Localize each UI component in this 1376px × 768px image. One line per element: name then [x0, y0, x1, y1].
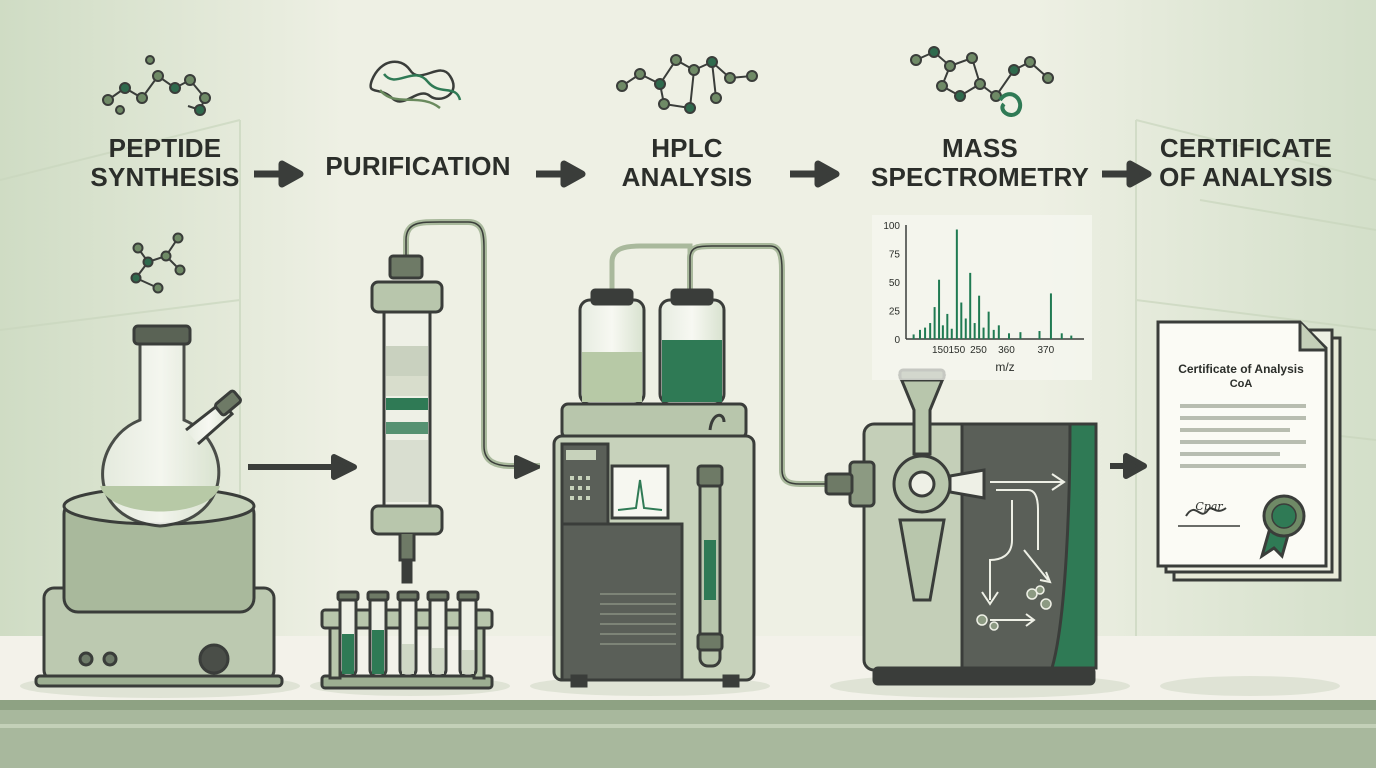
mass-spectrometer [824, 368, 1098, 686]
y-tick-label: 50 [889, 278, 901, 289]
stage-label-line: MASS [942, 133, 1018, 163]
x-tick-label: 150 [932, 345, 949, 356]
y-tick-label: 75 [889, 250, 901, 261]
arrow-right-icon [254, 160, 304, 188]
stage-label-line: SYNTHESIS [90, 162, 240, 192]
hplc-instrument [552, 243, 830, 688]
stage-label-purification: PURIFICATION [310, 152, 526, 181]
protein-icon [369, 60, 462, 110]
signature-text: Cpar [1195, 500, 1223, 513]
molecule-icon-1 [102, 55, 211, 116]
stage-label-line: ANALYSIS [621, 162, 753, 192]
arrow-right-icon [248, 454, 357, 480]
x-tick-label: 360 [998, 345, 1015, 356]
y-tick-label: 100 [883, 221, 900, 232]
molecule-icon-3 [910, 46, 1054, 117]
stage-label-coa: CERTIFICATE OF ANALYSIS [1146, 134, 1346, 192]
stage-label-line: PEPTIDE [108, 133, 222, 163]
stage-label-line: CERTIFICATE [1159, 133, 1333, 163]
x-tick-label: 250 [970, 345, 987, 356]
stage-label-ms: MASS SPECTROMETRY [862, 134, 1098, 192]
y-tick-label: 0 [894, 335, 900, 346]
chart-background [872, 215, 1092, 380]
stage-label-hplc: HPLC ANALYSIS [602, 134, 772, 192]
x-tick-label: 150 [949, 345, 966, 356]
certificate-title: Certificate of Analysis CoA [1166, 362, 1316, 390]
stage-label-synthesis: PEPTIDE SYNTHESIS [70, 134, 260, 192]
arrow-right-icon [514, 455, 540, 479]
stage-label-line: SPECTROMETRY [870, 162, 1090, 192]
molecule-icon-flask [130, 232, 186, 294]
test-tube-rack [320, 590, 494, 690]
stage-label-line: PURIFICATION [325, 151, 511, 181]
y-tick-label: 25 [889, 307, 901, 318]
x-tick-label: 370 [1038, 345, 1055, 356]
arrow-right-icon [1102, 160, 1152, 188]
certificate-document [1156, 320, 1342, 582]
arrow-right-icon [790, 160, 840, 188]
certificate-title-text: Certificate of Analysis [1178, 362, 1304, 376]
arrow-right-icon [536, 160, 586, 188]
purification-column [370, 219, 540, 584]
certificate-signature: Cpar [1184, 500, 1234, 513]
certificate-subtitle-text: CoA [1229, 378, 1253, 390]
x-axis-label: m/z [995, 360, 1014, 374]
reaction-flask [34, 324, 284, 688]
arrow-right-icon [1110, 453, 1147, 479]
stage-label-line: OF ANALYSIS [1159, 162, 1333, 192]
stage-label-line: HPLC [651, 133, 723, 163]
molecule-icon-2 [616, 54, 758, 114]
